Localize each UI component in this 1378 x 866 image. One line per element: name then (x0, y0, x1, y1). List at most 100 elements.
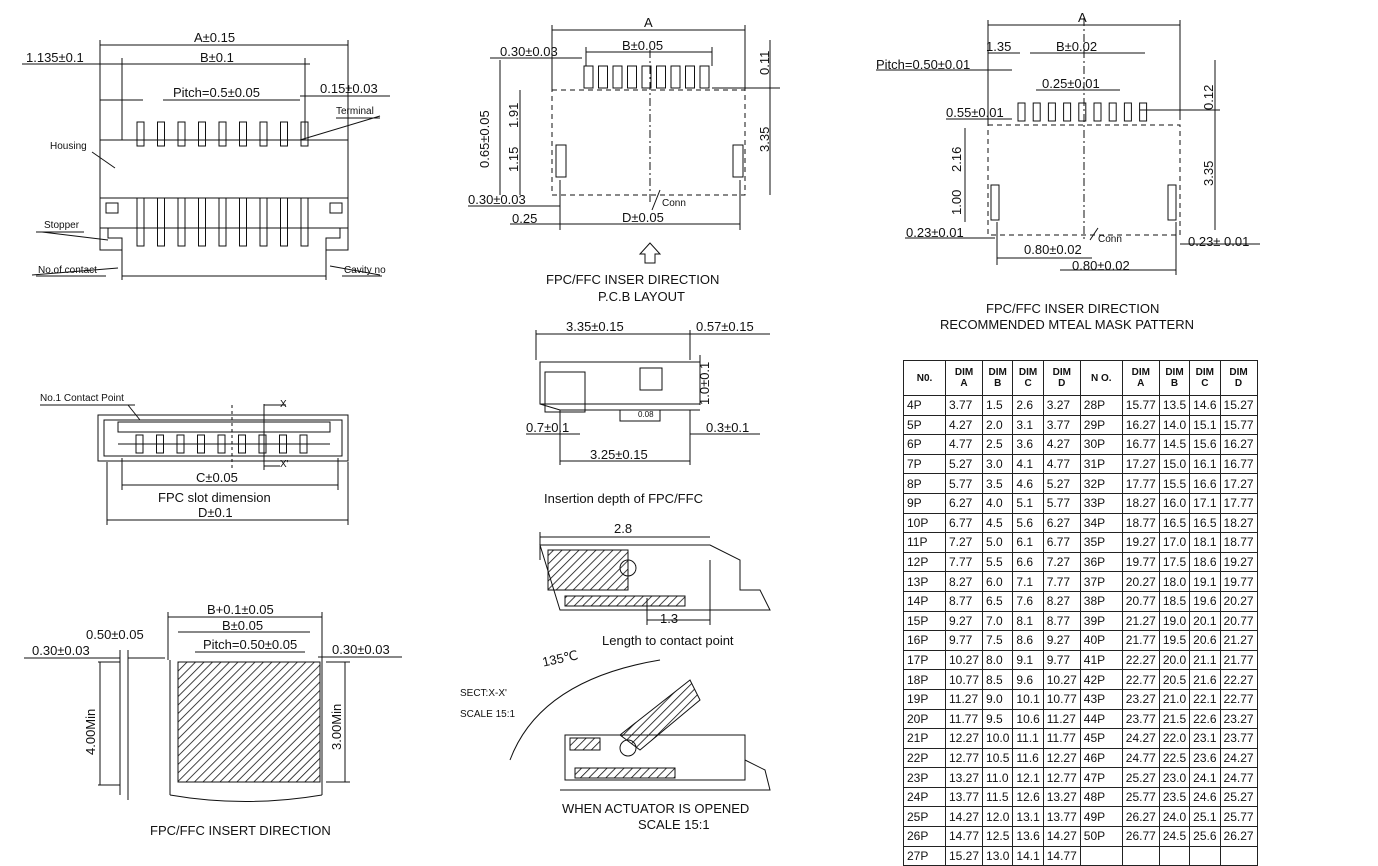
terminal-pin-lower (198, 197, 206, 247)
table-cell: 32P (1079, 473, 1123, 494)
dim-a: A±0.15 (194, 30, 236, 45)
terminal-pin-lower (239, 197, 247, 247)
table-cell: 11.27 (1042, 708, 1081, 730)
table-cell: 21.1 (1189, 649, 1221, 671)
mask-dim-100: 1.00 (949, 189, 964, 215)
table-cell: 9.0 (982, 688, 1014, 710)
slot-contact (176, 434, 185, 454)
ins-dim-03: 0.3±0.1 (706, 420, 750, 435)
table-cell: 17.1 (1189, 492, 1221, 514)
table-cell: 14.27 (944, 806, 984, 828)
table-cell: 5.0 (982, 532, 1014, 553)
pcb-layout-view (468, 25, 780, 264)
table-cell: 13.77 (944, 786, 984, 808)
table-cell: 1.5 (982, 395, 1014, 416)
len-dim-13: 1.3 (660, 611, 679, 626)
table-cell: 20.1 (1189, 610, 1221, 632)
table-cell: 3.27 (1042, 395, 1081, 416)
terminal-pin-lower (157, 197, 165, 247)
table-cell: 18.1 (1189, 532, 1221, 553)
table-cell: 12.27 (944, 728, 984, 749)
table-cell: 10.77 (1042, 688, 1081, 710)
slot-contact (279, 434, 287, 454)
table-cell: 21.6 (1189, 669, 1221, 690)
table-cell: 12.6 (1012, 786, 1044, 808)
table-cell: 11.77 (944, 708, 984, 730)
terminal-pin (280, 121, 288, 147)
table-cell: 20P (903, 708, 946, 730)
table-cell: 44P (1079, 708, 1123, 730)
table-cell: 26.77 (1121, 826, 1160, 847)
table-cell: 39P (1079, 610, 1123, 632)
pcb-pads (583, 65, 710, 89)
table-cell: 25.27 (1121, 767, 1160, 788)
table-cell: 5P (903, 414, 946, 436)
ins-dim-057: 0.57±0.15 (696, 319, 754, 334)
table-cell: 27P (903, 845, 946, 866)
table-cell: 17.77 (1121, 473, 1160, 494)
table-cell: 14P (903, 590, 946, 612)
pcb-dim-011: 0.11 (757, 50, 772, 75)
table-cell: 26.27 (1121, 806, 1160, 828)
pcb-dim-d: D±0.05 (622, 210, 664, 225)
pcb-dim-030-bottom: 0.30±0.03 (468, 192, 526, 207)
table-cell: 13P (903, 571, 946, 592)
table-cell: 23.6 (1189, 747, 1221, 769)
ins-dim-335: 3.35±0.15 (566, 319, 624, 334)
table-cell: 17.77 (1219, 492, 1258, 514)
table-cell: 8.77 (944, 590, 984, 612)
table-cell: 7.27 (944, 532, 984, 553)
slot-contact (217, 434, 226, 454)
table-cell: 19.27 (1121, 532, 1160, 553)
table-cell: 16.5 (1189, 512, 1221, 534)
table-cell: 13.77 (1042, 806, 1081, 828)
terminal-pin (239, 121, 247, 147)
table-cell: 7.0 (982, 610, 1014, 632)
table-cell: 9.77 (1042, 649, 1081, 671)
table-cell: 5.5 (982, 551, 1014, 573)
table-cell: 22P (903, 747, 946, 769)
mask-dim-025: 0.25±0.01 (1042, 76, 1100, 91)
table-cell: 21.27 (1219, 630, 1258, 651)
table-cell: 13.5 (1158, 395, 1191, 416)
no1-contact-label: No.1 Contact Point (40, 393, 124, 404)
table-cell: 4.5 (982, 512, 1014, 534)
pcb-caption2: P.C.B LAYOUT (598, 289, 685, 304)
table-cell: 19.77 (1219, 571, 1258, 592)
table-cell: 11.0 (982, 767, 1014, 788)
table-cell: 25.77 (1219, 806, 1258, 828)
ins-dim-07: 0.7±0.1 (526, 420, 570, 435)
table-cell: 14.6 (1189, 395, 1221, 416)
table-cell: 6.6 (1012, 551, 1044, 573)
dim-b: B±0.1 (200, 50, 234, 65)
table-cell: 14.77 (1042, 845, 1081, 866)
ins-dim-325: 3.25±0.15 (590, 447, 648, 462)
pcb-dim-191: 1.91 (506, 102, 521, 128)
table-cell: 22.0 (1158, 728, 1191, 749)
table-cell: 23.5 (1158, 786, 1191, 808)
table-cell: 5.27 (944, 453, 984, 475)
slot-contact (238, 434, 246, 454)
table-cell: 14.77 (944, 826, 984, 847)
table-cell: 17.27 (1219, 473, 1258, 494)
table-cell: 11.1 (1012, 728, 1044, 749)
table-cell: 4P (903, 395, 946, 416)
table-cell: 18.27 (1219, 512, 1258, 534)
table-cell: 15.77 (1219, 414, 1258, 436)
table-cell: 47P (1079, 767, 1123, 788)
table-cell: 9P (903, 492, 946, 514)
table-cell: 26.27 (1219, 826, 1258, 847)
table-cell: 24.27 (1121, 728, 1160, 749)
table-cell: 22.77 (1219, 688, 1258, 710)
